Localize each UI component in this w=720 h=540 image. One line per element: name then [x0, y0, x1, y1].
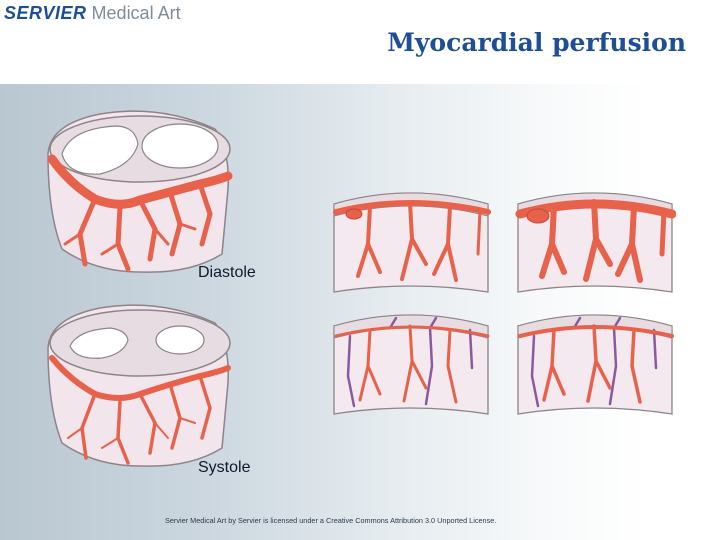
systole-label: Systole [198, 459, 251, 476]
header: SERVIER Medical Art Myocardial perfusion [0, 0, 720, 84]
logo-brand: SERVIER [4, 3, 87, 23]
license-footer: Servier Medical Art by Servier is licens… [165, 516, 497, 525]
servier-logo: SERVIER Medical Art [4, 2, 181, 24]
page-title: Myocardial perfusion [387, 28, 686, 57]
logo-sub: Medical Art [91, 3, 181, 23]
heart-diastole-illustration [47, 110, 233, 273]
heart-systole-illustration [47, 304, 231, 467]
tissue-diastole-left [333, 192, 491, 293]
tissue-systole-right [517, 314, 674, 415]
diastole-label: Diastole [198, 264, 256, 281]
tissue-diastole-right [515, 192, 676, 293]
tissue-systole-left [333, 314, 490, 415]
